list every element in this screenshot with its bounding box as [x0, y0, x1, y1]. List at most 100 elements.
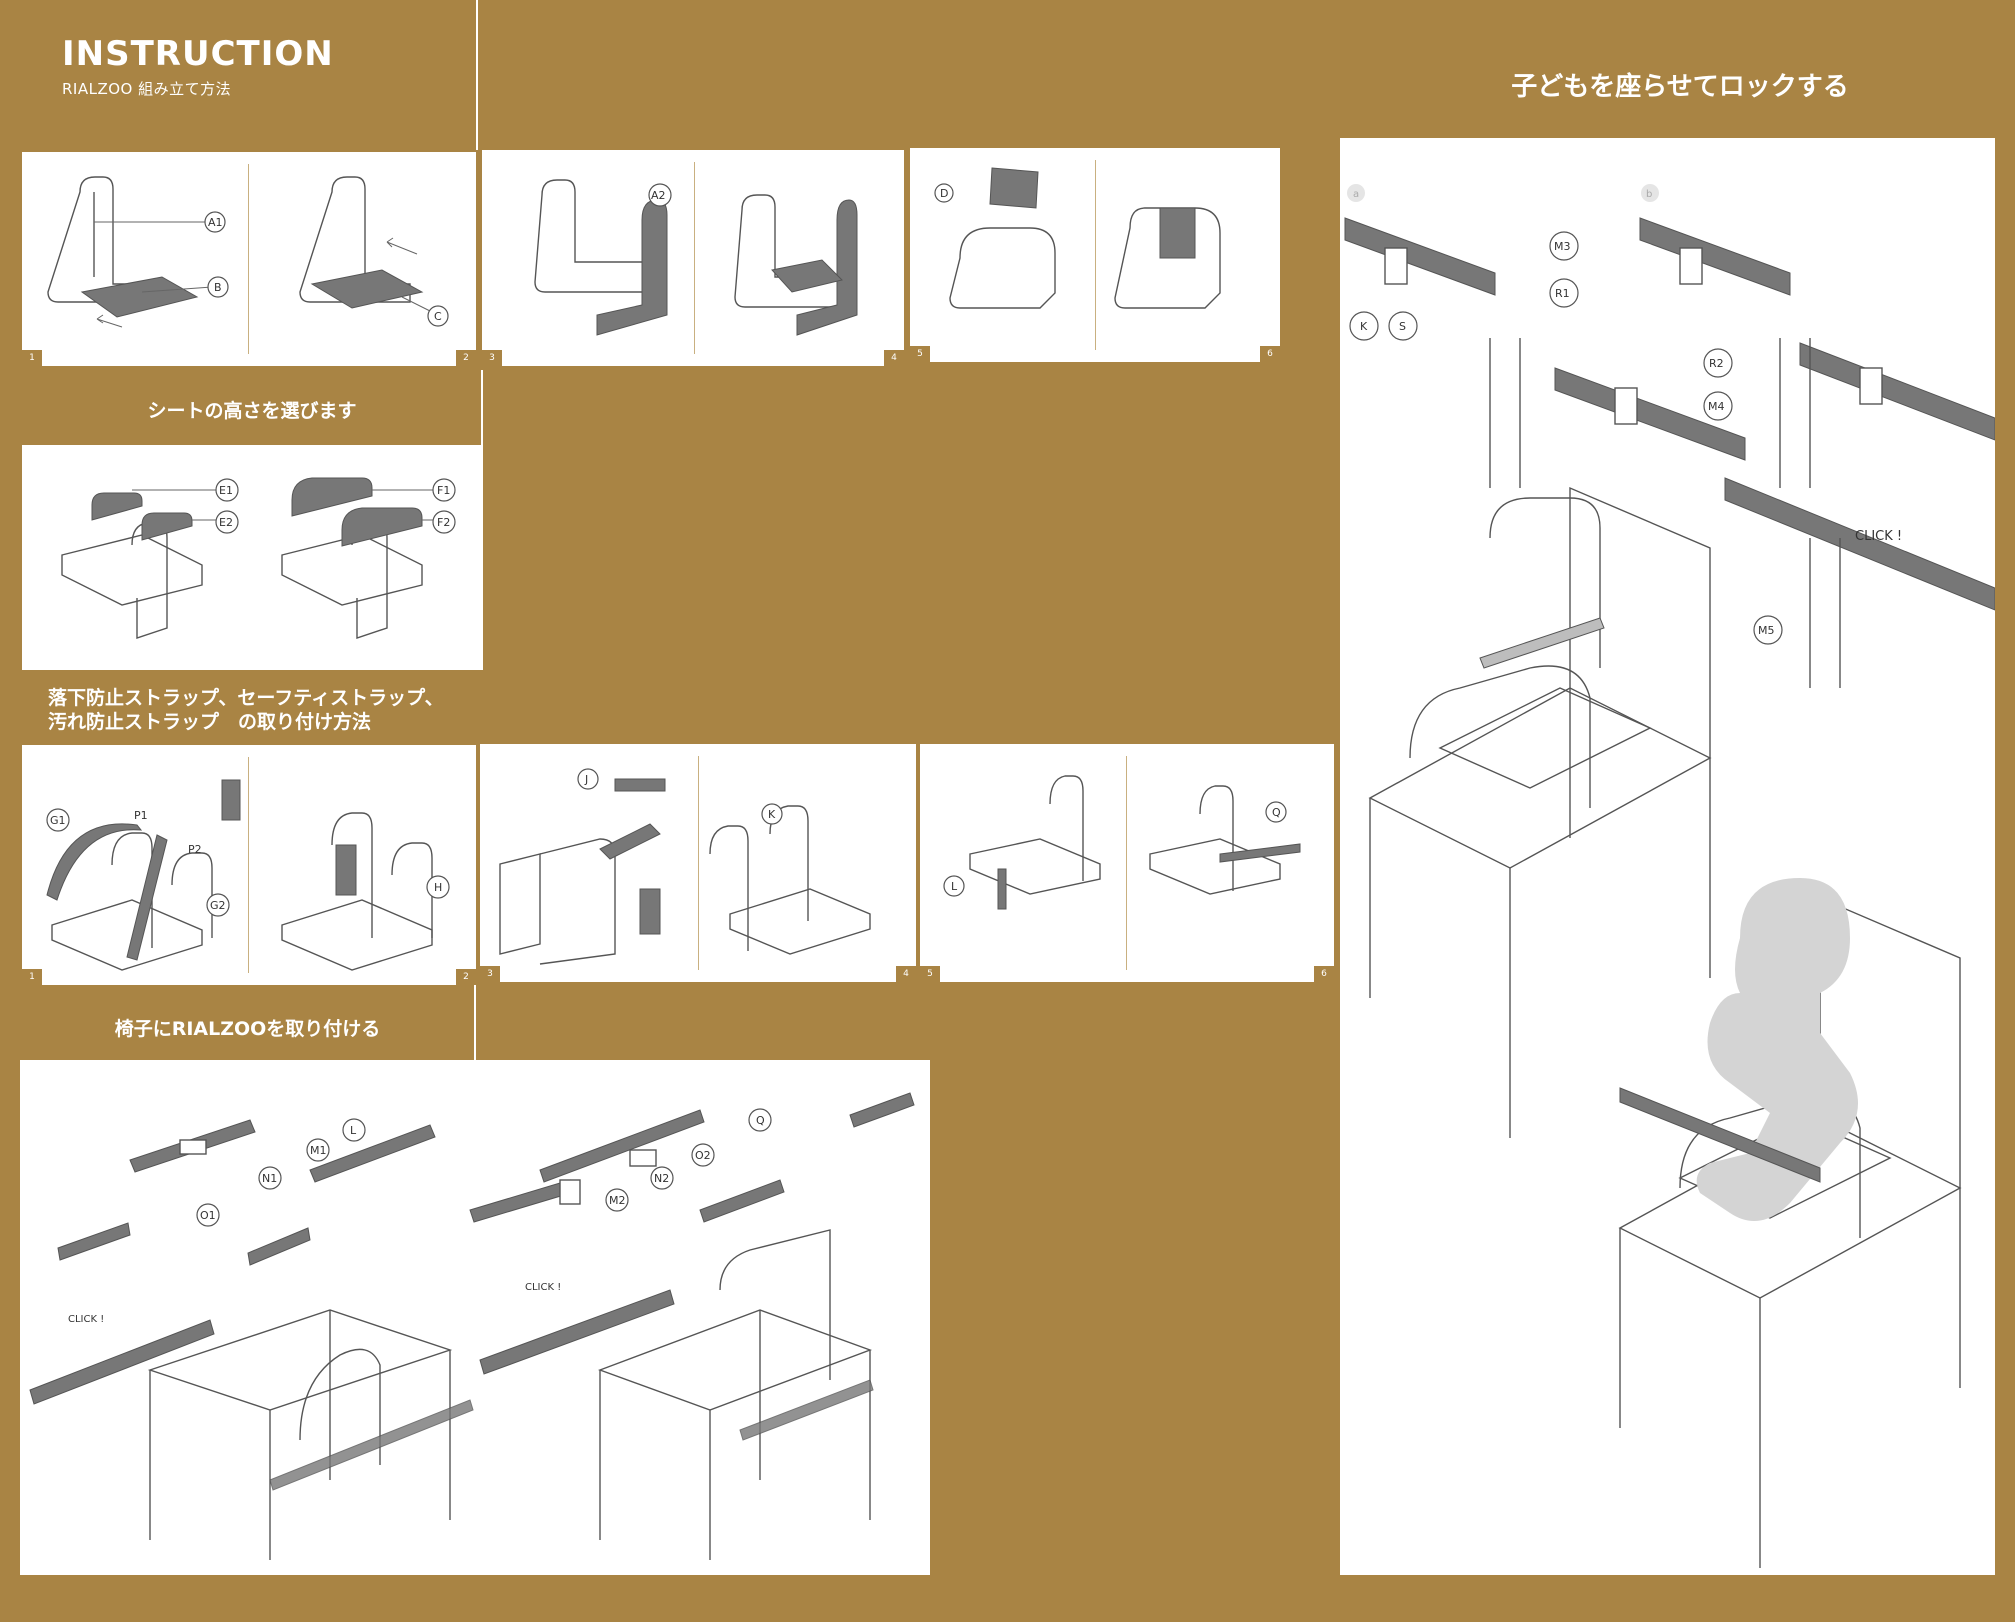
- svg-text:G2: G2: [210, 899, 226, 912]
- part-label-j: J: [577, 768, 599, 790]
- svg-text:A2: A2: [651, 189, 666, 202]
- step-number: 3: [482, 350, 502, 366]
- svg-text:B: B: [214, 281, 222, 294]
- part-label-p2: P2: [188, 843, 202, 856]
- section-title-lock-child: 子どもを座らせてロックする: [1511, 72, 1849, 102]
- section-title-straps-line1: 落下防止ストラップ、セーフティストラップ、: [48, 687, 444, 709]
- seat-assembly-illustration: A2: [534, 179, 858, 336]
- strap-panel-3: L Q 5 6: [920, 744, 1334, 982]
- substep-label-a: a: [1353, 189, 1359, 200]
- arrow-icon: [96, 314, 123, 328]
- assembly-panel-3: D 5 6: [910, 148, 1280, 362]
- part-label-k: K: [761, 803, 783, 825]
- attach-chair-panel: M1 L N1 O1 Q O2 N2 M2 CLICK ! CLICK !: [20, 1060, 930, 1575]
- click-callout: CLICK !: [1855, 529, 1902, 544]
- svg-text:N2: N2: [654, 1172, 669, 1185]
- part-label-b: B: [207, 276, 229, 298]
- part-label-f1: F1: [432, 478, 456, 502]
- svg-text:E1: E1: [219, 484, 233, 497]
- part-label-q: Q: [1265, 801, 1287, 823]
- svg-text:O2: O2: [695, 1149, 711, 1162]
- svg-text:K: K: [1360, 320, 1368, 333]
- step-number: 4: [896, 966, 916, 982]
- section-title-attach-chair: 椅子にRIALZOOを取り付ける: [114, 1018, 381, 1040]
- part-label-e2: E2: [215, 510, 239, 534]
- page-title: INSTRUCTION: [62, 34, 334, 74]
- step-number: 6: [1260, 346, 1280, 362]
- part-label-q: Q: [748, 1108, 772, 1132]
- svg-text:N1: N1: [262, 1172, 277, 1185]
- arrow-icon: [386, 237, 418, 255]
- child-seated-illustration: a b CLICK ! M3 R1 K S R2 M4 M5: [1344, 184, 1995, 1568]
- step-number: 2: [456, 350, 476, 366]
- step-number: 6: [1314, 966, 1334, 982]
- svg-text:Q: Q: [1272, 806, 1281, 819]
- step-number: 4: [884, 350, 904, 366]
- page-subtitle: RIALZOO 組み立て方法: [62, 80, 232, 98]
- svg-text:M4: M4: [1708, 400, 1725, 413]
- svg-text:O1: O1: [200, 1209, 216, 1222]
- part-label-m2: M2: [605, 1188, 629, 1212]
- part-label-n1: N1: [258, 1166, 282, 1190]
- svg-text:M3: M3: [1554, 240, 1571, 253]
- assembly-panel-1: A1 B C 1 2: [22, 152, 476, 366]
- part-label-a2: A2: [648, 183, 672, 207]
- section-title-straps: 落下防止ストラップ、セーフティストラップ、 汚れ防止ストラップ の取り付け方法: [48, 686, 444, 734]
- part-label-h: H: [426, 875, 450, 899]
- part-label-m5: M5: [1753, 615, 1783, 645]
- svg-text:K: K: [768, 808, 776, 821]
- section-divider: [481, 370, 483, 670]
- seat-assembly-illustration: E1 E2 F1 F2: [61, 477, 456, 639]
- part-label-d: D: [934, 183, 954, 203]
- part-label-l: L: [342, 1118, 366, 1142]
- click-callout: CLICK !: [68, 1314, 104, 1325]
- section-title-seat-height: シートの高さを選びます: [147, 400, 357, 422]
- svg-text:R1: R1: [1555, 287, 1570, 300]
- svg-text:C: C: [434, 310, 442, 323]
- step-number: 3: [480, 966, 500, 982]
- part-label-l: L: [943, 875, 965, 897]
- strap-panel-2: J K 3 4: [480, 744, 916, 982]
- part-label-a1: A1: [204, 211, 226, 233]
- substep-label-b: b: [1646, 189, 1652, 200]
- svg-text:S: S: [1399, 320, 1406, 333]
- svg-text:J: J: [584, 773, 588, 786]
- part-label-g1: G1: [46, 808, 70, 832]
- seat-height-panel: E1 E2 F1 F2: [22, 445, 482, 670]
- svg-text:M1: M1: [310, 1144, 327, 1157]
- part-label-p1: P1: [134, 809, 148, 822]
- svg-text:D: D: [940, 187, 948, 200]
- svg-text:M2: M2: [609, 1194, 626, 1207]
- part-label-n2: N2: [650, 1166, 674, 1190]
- part-label-m1: M1: [306, 1138, 330, 1162]
- strap-panel-1: G1 G2 H P1 P2 1 2: [22, 745, 476, 985]
- header-divider: [476, 0, 478, 150]
- svg-text:F1: F1: [437, 484, 450, 497]
- step-number: 2: [456, 969, 476, 985]
- part-label-f2: F2: [432, 510, 456, 534]
- part-label-s: S: [1388, 311, 1418, 341]
- buckle-illustration: M1 L N1 O1 Q O2 N2 M2 CLICK ! CLICK !: [29, 1092, 915, 1560]
- part-label-m4: M4: [1703, 391, 1733, 421]
- strap-illustration: G1 G2 H P1 P2: [46, 779, 450, 971]
- svg-text:G1: G1: [50, 814, 66, 827]
- svg-text:F2: F2: [437, 516, 450, 529]
- part-label-o1: O1: [196, 1203, 220, 1227]
- part-label-k: K: [1349, 311, 1379, 341]
- lock-child-panel: a b CLICK ! M3 R1 K S R2 M4 M5: [1340, 138, 1995, 1575]
- svg-text:L: L: [951, 880, 958, 893]
- section-divider: [474, 985, 476, 1060]
- part-label-g2: G2: [206, 893, 230, 917]
- seat-assembly-illustration: A1 B C: [47, 176, 449, 328]
- step-number: 5: [920, 966, 940, 982]
- svg-text:R2: R2: [1709, 357, 1724, 370]
- strap-illustration: L Q: [943, 775, 1301, 910]
- assembly-panel-2: A2 3 4: [482, 150, 904, 366]
- svg-text:E2: E2: [219, 516, 233, 529]
- svg-text:L: L: [350, 1124, 357, 1137]
- svg-text:H: H: [434, 881, 442, 894]
- part-label-c: C: [427, 305, 449, 327]
- child-figure-icon: [1696, 878, 1858, 1221]
- svg-text:M5: M5: [1758, 624, 1775, 637]
- svg-text:Q: Q: [756, 1114, 765, 1127]
